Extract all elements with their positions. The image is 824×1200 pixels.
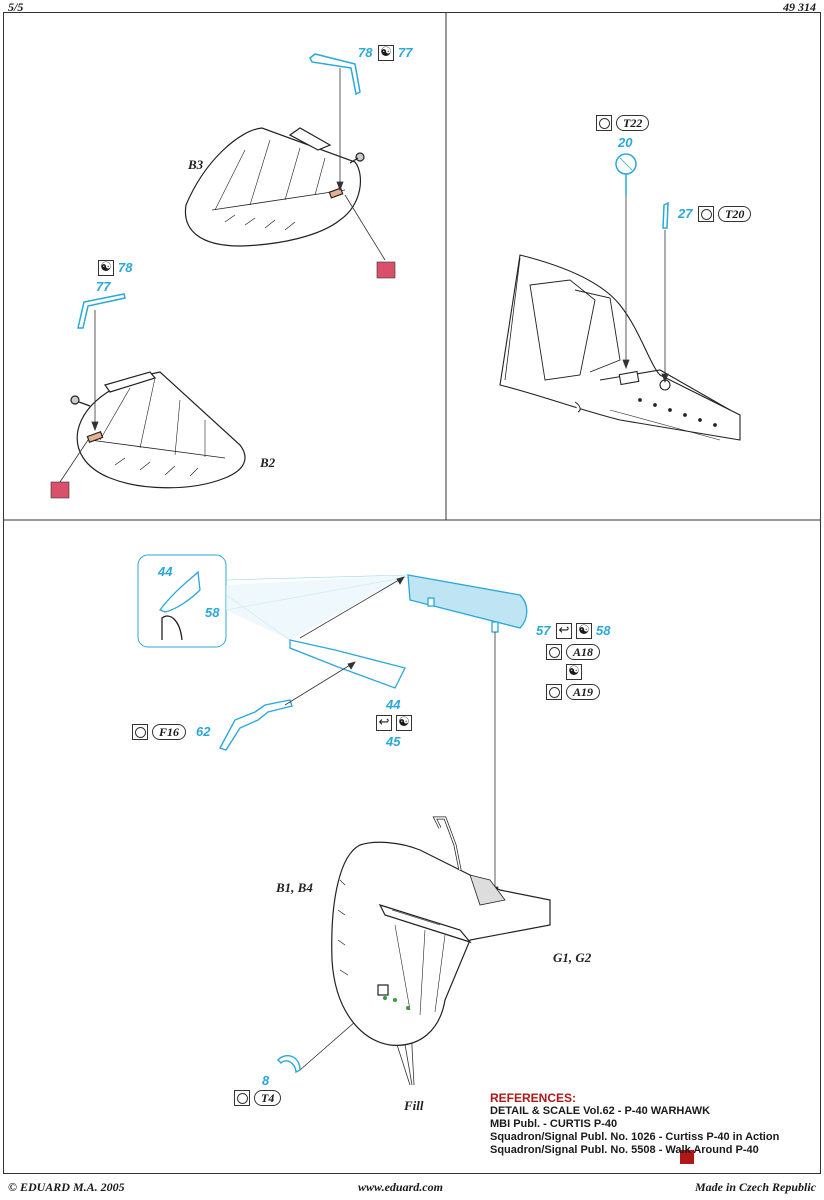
part-label-b3: B3	[188, 157, 204, 172]
pe-part-8	[277, 1054, 301, 1074]
detail-part-58: 58	[205, 605, 220, 620]
fold-icon: ↩	[556, 623, 572, 639]
flap-b3-drawing	[184, 127, 365, 247]
reference-line: Squadron/Signal Publ. No. 5508 - Walk Ar…	[490, 1144, 759, 1156]
bend-icon: ☯	[378, 45, 394, 61]
part-tag-a19: A19	[566, 684, 601, 700]
copyright: © EDUARD M.A. 2005	[8, 1180, 125, 1194]
remove-icon	[234, 1090, 250, 1106]
reference-line: DETAIL & SCALE Vol.62 - P-40 WARHAWK	[490, 1105, 711, 1117]
part-number-20: 20	[618, 135, 633, 150]
part-number-78: 78	[358, 45, 373, 60]
pe-part-20	[615, 153, 637, 195]
page-frame	[3, 12, 821, 1174]
remove-icon	[546, 644, 562, 660]
part-tag-t20: T20	[718, 206, 752, 222]
detail-frame-curve	[161, 615, 183, 641]
remove-icon	[132, 724, 148, 740]
part-label-b2: B2	[260, 455, 276, 470]
bend-icon: ☯	[566, 664, 582, 680]
website: www.eduard.com	[358, 1180, 443, 1194]
part-number-77: 77	[398, 45, 413, 60]
part-tag-f16: F16	[152, 724, 187, 740]
watermark-logo	[680, 1150, 694, 1164]
glue-icon-2	[50, 481, 70, 499]
part-label-g1-g2: G1, G2	[553, 950, 592, 965]
detail-part-44: 44	[158, 564, 173, 579]
fill-label: Fill	[404, 1098, 424, 1113]
reference-line: Squadron/Signal Publ. No. 1026 - Curtiss…	[490, 1131, 780, 1143]
kit-code: 49 314	[783, 0, 816, 14]
part-number-8: 8	[262, 1073, 270, 1088]
pe-part-44-45	[289, 639, 406, 689]
part-number-57: 57	[536, 623, 551, 638]
references-title: REFERENCES:	[490, 1091, 577, 1105]
pe-part-27	[662, 201, 669, 229]
fuselage-canopy-drawing	[499, 254, 741, 441]
part-number-78: 78	[118, 260, 133, 275]
detail-callout	[137, 554, 409, 648]
bend-icon: ☯	[98, 260, 114, 276]
reference-line: MBI Publ. - CURTIS P-40	[490, 1118, 618, 1130]
remove-icon	[596, 115, 612, 131]
made-in: Made in Czech Republic	[694, 1180, 816, 1194]
part-number-58: 58	[596, 623, 611, 638]
references-block: REFERENCES: DETAIL & SCALE Vol.62 - P-40…	[490, 1092, 779, 1157]
pe-part-62	[218, 699, 293, 751]
part-number-27: 27	[678, 206, 693, 221]
flap-b2-drawing	[70, 371, 246, 489]
remove-icon	[546, 684, 562, 700]
fill-dots	[383, 996, 410, 1010]
bend-icon: ☯	[576, 623, 592, 639]
part-number-77: 77	[96, 279, 111, 294]
part-tag-t22: T22	[616, 115, 650, 131]
remove-icon	[698, 206, 714, 222]
part-tag-a18: A18	[566, 644, 601, 660]
glue-icon-1	[376, 261, 396, 279]
part-number-44: 44	[386, 697, 401, 712]
pe-part-78-77-mid	[77, 293, 126, 329]
tail-fuselage-drawing	[331, 816, 551, 1046]
fold-icon: ↩	[376, 715, 392, 731]
pe-part-57-58	[407, 574, 528, 633]
bend-icon: ☯	[396, 715, 412, 731]
pe-part-78-77-top	[309, 53, 361, 96]
part-number-62: 62	[196, 724, 211, 739]
page-number: 5/5	[8, 0, 24, 14]
part-label-b1-b4: B1, B4	[276, 880, 313, 895]
part-number-45: 45	[386, 734, 401, 749]
part-tag-t4: T4	[254, 1090, 282, 1106]
